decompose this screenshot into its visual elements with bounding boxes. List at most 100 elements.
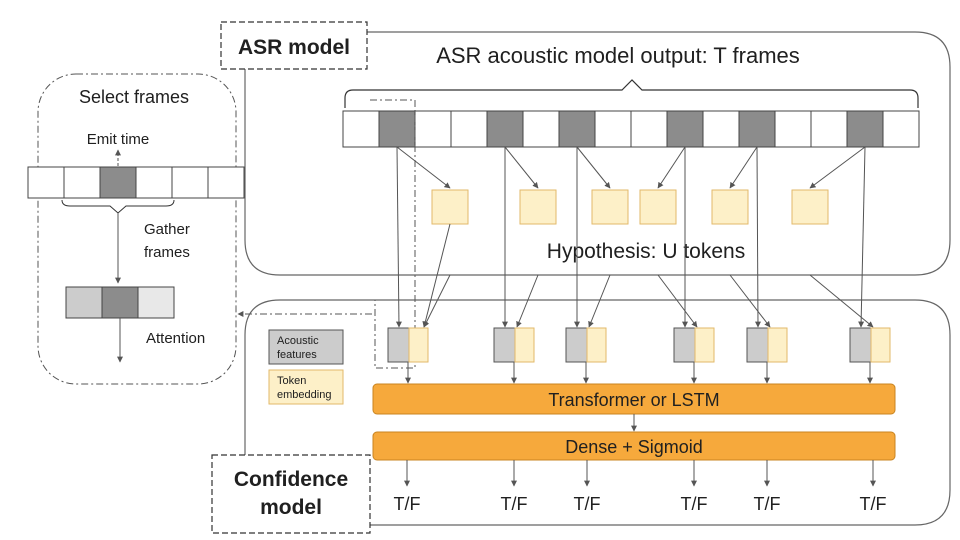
token-embedding-box (514, 327, 535, 363)
outputs: T/F T/F T/F T/F T/F T/F (394, 460, 887, 514)
gather-brace (61, 199, 175, 214)
token-to-embedding-arrow (588, 274, 611, 328)
frame-cell (522, 110, 560, 148)
frame-cell (738, 110, 776, 148)
frame-cell (702, 110, 740, 148)
frame-cell (342, 110, 380, 148)
attention-strip (65, 286, 175, 319)
frames-brace (344, 79, 919, 108)
confidence-model-container (244, 299, 951, 526)
token-to-embedding-arrow (657, 274, 698, 328)
token-to-embedding-arrow (809, 274, 874, 328)
select-frames-panel (37, 73, 237, 385)
panel-frame-cell (135, 166, 173, 199)
frame-cell (774, 110, 812, 148)
token-embedding-box (694, 327, 715, 363)
token-embedding-box (408, 327, 429, 363)
legend-token-line2: embedding (277, 389, 331, 401)
acoustic-feature-box (387, 327, 410, 363)
feature-pairs (387, 327, 891, 363)
acoustic-feature-box (746, 327, 769, 363)
output-label: T/F (501, 494, 528, 514)
panel-frame-cell (99, 166, 137, 199)
frame-cell (846, 110, 884, 148)
frame-to-token-arrow (504, 146, 539, 189)
legend-token-swatch (268, 369, 344, 405)
asr-model-container (244, 31, 951, 276)
frame-cell (594, 110, 632, 148)
frame-cell (450, 110, 488, 148)
panel-frame-cell (171, 166, 209, 199)
frame-cell (414, 110, 452, 148)
frame-cell (666, 110, 704, 148)
gather-frames-label-line2: frames (144, 244, 190, 261)
acoustic-feature-box (565, 327, 588, 363)
token-embedding-box (767, 327, 788, 363)
output-label: T/F (860, 494, 887, 514)
asr-model-label: ASR model (238, 36, 350, 59)
frame-cell (630, 110, 668, 148)
frame-cell (378, 110, 416, 148)
panel-frame-cell (63, 166, 101, 199)
confidence-model-label-line2: model (260, 496, 322, 519)
output-label: T/F (681, 494, 708, 514)
token-box (519, 189, 557, 225)
frame-to-acoustic-arrow (395, 146, 402, 328)
asr-output-title: ASR acoustic model output: T frames (436, 43, 800, 68)
acoustic-feature-box (493, 327, 516, 363)
panel-frame-cell (27, 166, 65, 199)
panel-frame-cell (207, 166, 245, 199)
frame-to-acoustic-arrow (858, 146, 866, 328)
dense-label: Dense + Sigmoid (565, 437, 703, 457)
asr-model-label-box (220, 21, 368, 70)
gather-frames-label-line1: Gather (144, 221, 190, 238)
token-embedding-box (870, 327, 891, 363)
token-box (791, 189, 829, 225)
acoustic-feature-box (673, 327, 696, 363)
frame-cell (810, 110, 848, 148)
token-embedding-box (586, 327, 607, 363)
hypothesis-tokens (431, 189, 829, 225)
emit-time-label: Emit time (87, 131, 150, 148)
hypothesis-label: Hypothesis: U tokens (547, 240, 745, 263)
connector-lines (395, 146, 874, 384)
frame-to-token-arrow (729, 146, 758, 189)
attention-cell (101, 286, 139, 319)
token-box (591, 189, 629, 225)
frame-to-token-arrow (657, 146, 686, 189)
token-to-embedding-arrow (423, 274, 451, 328)
attention-cell (65, 286, 103, 319)
token-to-embedding-arrow (729, 274, 771, 328)
frame-cell (486, 110, 524, 148)
token-to-embedding-arrow (516, 274, 539, 328)
output-label: T/F (754, 494, 781, 514)
frame-to-token-arrow (809, 146, 866, 189)
select-frames-title: Select frames (79, 87, 189, 107)
frame-strip (342, 110, 920, 148)
frame-cell (558, 110, 596, 148)
frame-cell (882, 110, 920, 148)
confidence-model-label-line1: Confidence (234, 468, 348, 491)
token-box (711, 189, 749, 225)
legend-token-line1: Token (277, 375, 306, 387)
legend-acoustic-line1: Acoustic (277, 335, 319, 347)
token-box (639, 189, 677, 225)
selection-outline (370, 99, 416, 369)
transformer-label: Transformer or LSTM (548, 390, 719, 410)
token0-to-embedding-arrow (422, 223, 451, 328)
legend-acoustic-swatch (268, 329, 344, 365)
dense-layer (372, 431, 896, 461)
panel-frame-strip (27, 166, 245, 199)
attention-cell (137, 286, 175, 319)
frame-to-acoustic-arrow (754, 146, 761, 328)
attention-label: Attention (146, 330, 205, 347)
token-box (431, 189, 469, 225)
legend-acoustic-line2: features (277, 349, 317, 361)
frame-to-token-arrow (396, 146, 451, 189)
output-label: T/F (394, 494, 421, 514)
confidence-model-label-box (211, 454, 371, 534)
frame-to-token-arrow (576, 146, 611, 189)
output-label: T/F (574, 494, 601, 514)
